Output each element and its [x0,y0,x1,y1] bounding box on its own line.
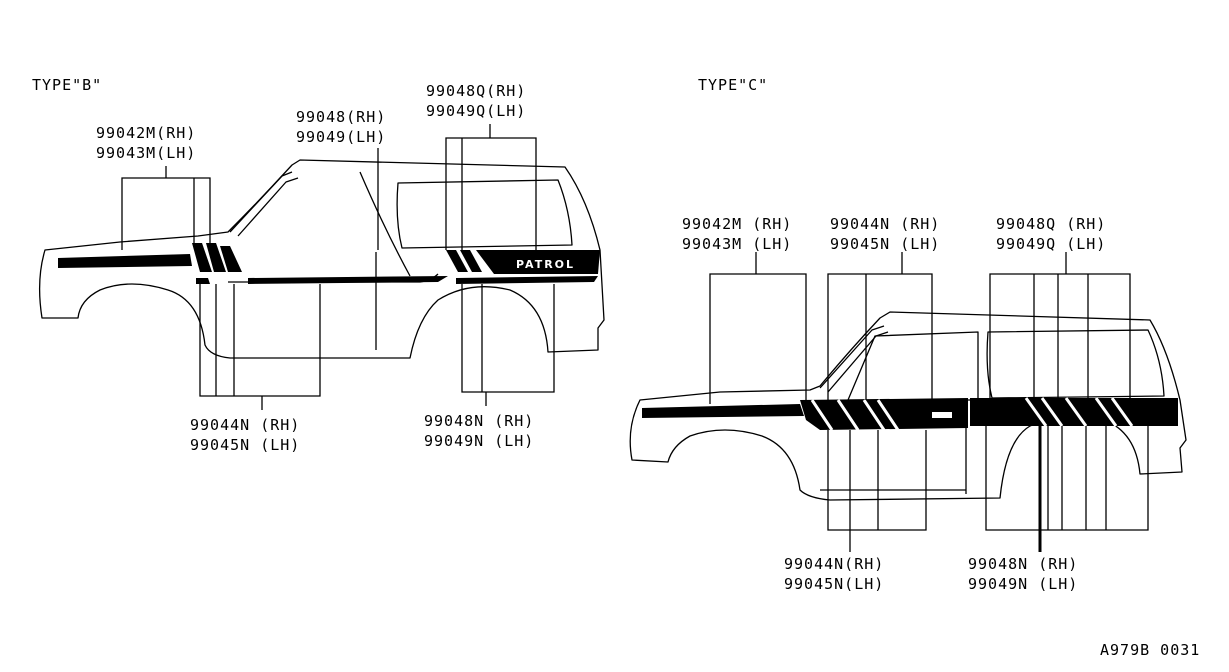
type-c-front-lower-lh: 99045N(LH) [784,575,884,593]
type-c-front-lower-rh: 99044N(RH) [784,555,884,573]
type-b-rear-lower-rh: 99048N (RH) [424,412,534,430]
type-c-callout-lines [709,252,1149,552]
type-c-rear-upper-rh: 99048Q (RH) [996,215,1106,233]
type-c-title: TYPE"C" [698,76,768,94]
type-b-door-upper-rh: 99048(RH) [296,108,386,126]
type-c-front-upper-rh: 99042M (RH) [682,215,792,233]
type-b-rear-upper-rh: 99048Q(RH) [426,82,526,100]
type-b-door-upper-lh: 99049(LH) [296,128,386,146]
type-b-front-upper-lh: 99043M(LH) [96,144,196,162]
type-c-mid-upper-rh: 99044N (RH) [830,215,940,233]
type-b-rear-upper-lh: 99049Q(LH) [426,102,526,120]
type-c-rear-upper-lh: 99049Q (LH) [996,235,1106,253]
type-b-front-lower-rh: 99044N (RH) [190,416,300,434]
type-b-rear-lower-lh: 99049N (LH) [424,432,534,450]
type-c-vehicle-outline [629,311,1187,501]
type-c-front-upper-lh: 99043M (LH) [682,235,792,253]
type-c-mid-upper-lh: 99045N (LH) [830,235,940,253]
type-b-callout-lines [121,124,555,410]
type-b-stripes: PATROL [58,243,600,284]
type-b-group: TYPE"B" PATROL [32,76,605,454]
type-b-front-lower-lh: 99045N (LH) [190,436,300,454]
type-c-group: TYPE"C" [629,76,1187,593]
type-b-title: TYPE"B" [32,76,102,94]
type-b-front-upper-rh: 99042M(RH) [96,124,196,142]
type-c-rear-lower-lh: 99049N (LH) [968,575,1078,593]
type-c-stripes [642,397,1178,431]
figure-code: A979B 0031 [1100,641,1200,659]
type-c-rear-lower-rh: 99048N (RH) [968,555,1078,573]
type-b-brand-decal: PATROL [516,258,575,271]
